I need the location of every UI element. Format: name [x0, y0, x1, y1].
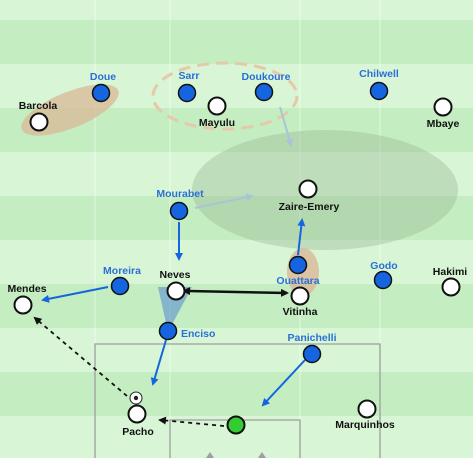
- label-enciso: Enciso: [181, 328, 215, 340]
- label-sarr: Sarr: [178, 70, 199, 82]
- arrow-moreira-press: [41, 286, 109, 303]
- label-barcola: Barcola: [19, 100, 58, 112]
- player-moreira: [110, 276, 130, 296]
- arrow-ouattara-run: [297, 218, 306, 256]
- label-marquinhos: Marquinhos: [335, 419, 395, 431]
- arrow-enciso-press: [150, 339, 167, 386]
- player-mourabet: [169, 201, 189, 221]
- label-zaire-emery: Zaire-Emery: [279, 201, 340, 213]
- arrow-pass-keeper-pacho: [158, 416, 225, 427]
- label-vitinha: Vitinha: [283, 306, 318, 318]
- player-goalkeeper: [226, 415, 246, 435]
- player-mayulu: [207, 96, 227, 116]
- label-panichelli: Panichelli: [287, 332, 336, 344]
- white-players: [13, 96, 461, 424]
- goal-marks: [206, 452, 266, 458]
- label-godo: Godo: [370, 260, 397, 272]
- label-doukoure: Doukoure: [241, 71, 290, 83]
- player-mendes: [13, 295, 33, 315]
- player-pacho: [127, 404, 147, 424]
- label-mbaye: Mbaye: [427, 118, 460, 130]
- label-mendes: Mendes: [7, 283, 46, 295]
- player-barcola: [29, 112, 49, 132]
- label-mourabet: Mourabet: [156, 188, 204, 200]
- player-enciso: [158, 321, 178, 341]
- player-doukoure: [254, 82, 274, 102]
- player-godo: [373, 270, 393, 290]
- arrow-panichelli-press: [261, 359, 306, 407]
- player-doue: [91, 83, 111, 103]
- zone-green-central: [192, 130, 458, 250]
- player-chilwell: [369, 81, 389, 101]
- blue-players: [91, 81, 393, 364]
- player-zaire-emery: [298, 179, 318, 199]
- player-sarr: [177, 83, 197, 103]
- zone-dashed-midfield: [151, 61, 299, 131]
- label-mayulu: Mayulu: [199, 117, 235, 129]
- arrow-faint-doukoure: [279, 106, 294, 147]
- player-ouattara: [288, 255, 308, 275]
- player-vitinha: [290, 286, 310, 306]
- player-marquinhos: [357, 399, 377, 419]
- player-hakimi: [441, 277, 461, 297]
- label-hakimi: Hakimi: [433, 266, 468, 278]
- ball-icon: [129, 391, 143, 405]
- label-pacho: Pacho: [122, 426, 154, 438]
- label-chilwell: Chilwell: [359, 68, 399, 80]
- arrow-neves-vitinha: [182, 287, 289, 297]
- label-ouattara: Ouattara: [276, 275, 319, 287]
- label-moreira: Moreira: [103, 265, 141, 277]
- label-doue: Doue: [90, 71, 116, 83]
- player-panichelli: [302, 344, 322, 364]
- player-neves: [166, 281, 186, 301]
- zone-blue-cover: [158, 287, 192, 332]
- arrow-faint-mourabet: [194, 193, 254, 209]
- player-mbaye: [433, 97, 453, 117]
- label-neves: Neves: [160, 269, 191, 281]
